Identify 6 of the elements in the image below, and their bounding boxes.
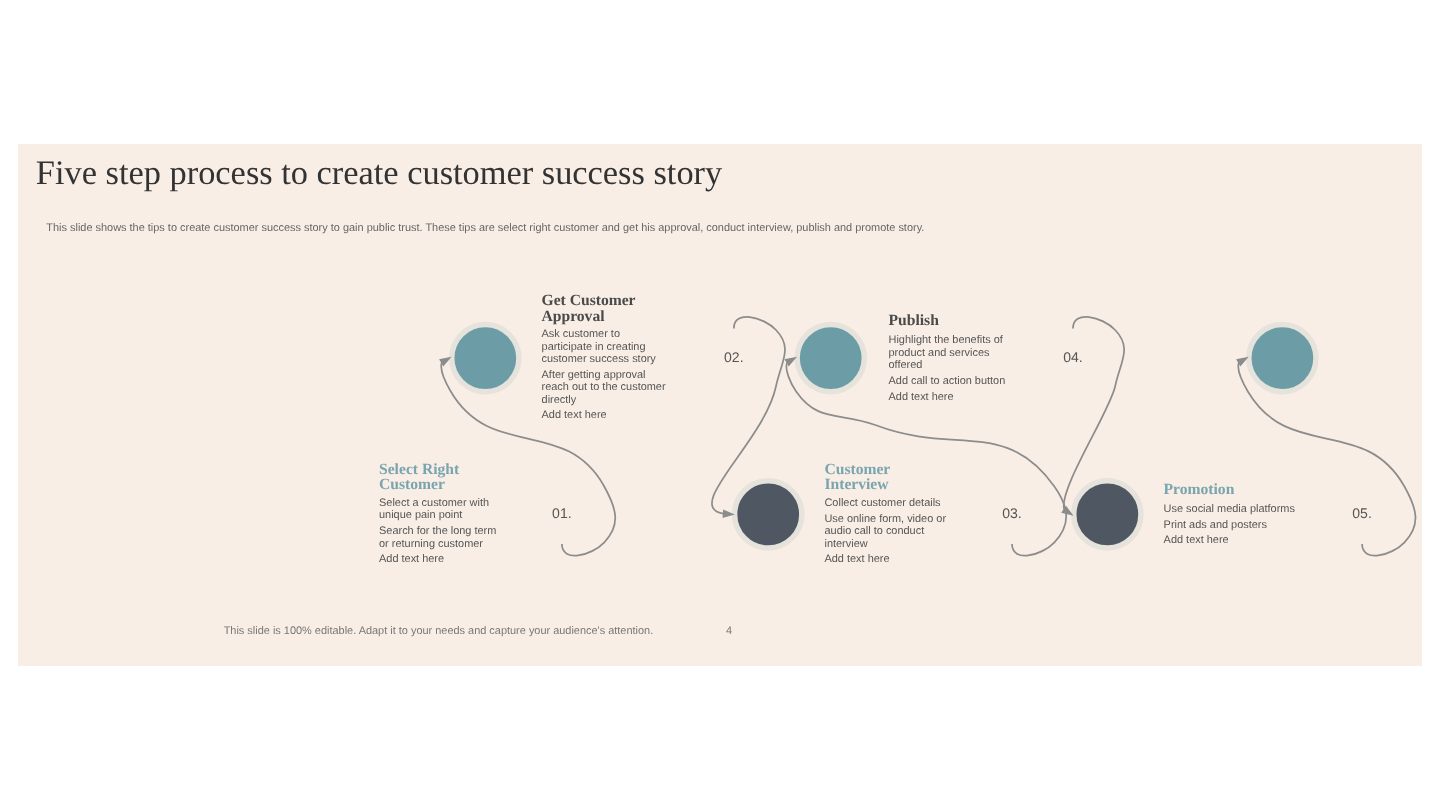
label: Customer Interview — [824, 458, 891, 493]
label: Get Customer Approval — [541, 289, 636, 324]
label: Promotion — [1163, 479, 1235, 498]
label: Select Right Customer — [379, 458, 460, 493]
diagram-title: Five step process to create customer success story — [35, 153, 723, 192]
label: Publish — [888, 310, 939, 329]
